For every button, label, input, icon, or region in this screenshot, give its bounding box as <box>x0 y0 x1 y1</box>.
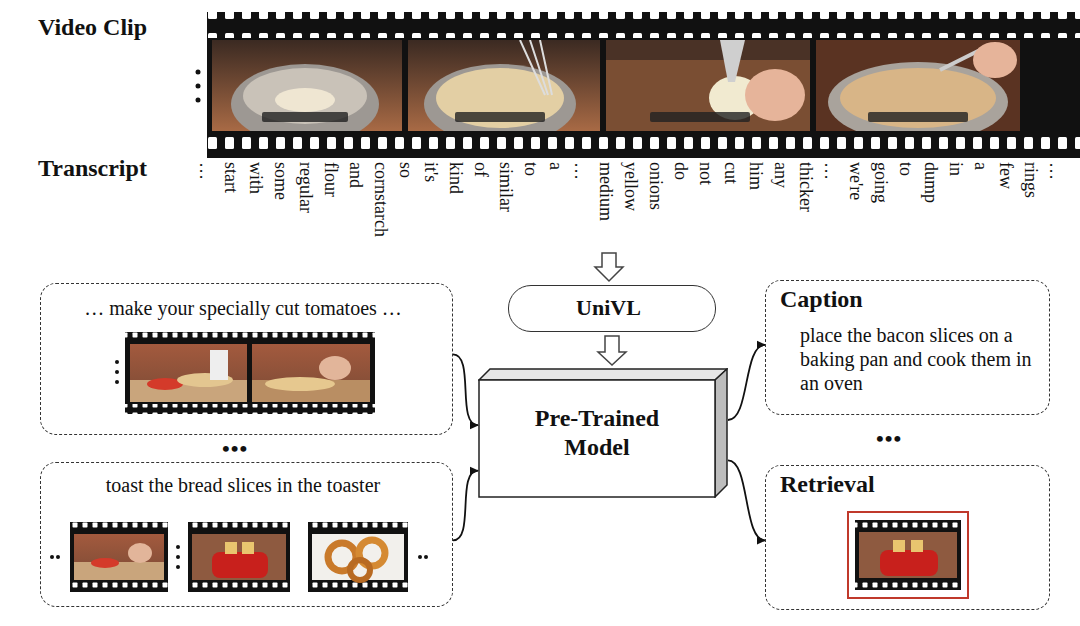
model-name: UniVL <box>509 295 708 321</box>
transcript-word: a <box>546 162 566 170</box>
transcript-word: … <box>1046 162 1066 180</box>
transcript-word: it's <box>421 162 441 182</box>
transcript-word: any <box>771 162 791 188</box>
cube-side <box>715 369 727 497</box>
transcript-word: so <box>396 162 416 178</box>
transcript-word: … <box>196 162 216 180</box>
transcript-word: … <box>571 162 591 180</box>
caption-text: place the bacon slices on a baking pan a… <box>800 323 1040 395</box>
transcript-word: and <box>346 162 366 188</box>
transcript-word: we're <box>846 162 866 200</box>
example-text-box: … make your specially cut tomatoes … <box>40 283 453 435</box>
transcript-word: cut <box>721 162 741 184</box>
transcript-word: yellow <box>621 162 641 211</box>
transcript-word: going <box>871 162 891 203</box>
transcript-word: in <box>946 162 966 176</box>
pretrained-model-box: Pre-Trained Model <box>478 368 728 498</box>
row-label: Video Clip <box>38 14 147 41</box>
transcript-word: kind <box>446 162 466 194</box>
transcript-word: not <box>696 162 716 185</box>
example-text-box: toast the bread slices in the toaster <box>40 462 453 607</box>
transcript-word: rings <box>1021 162 1041 198</box>
task-heading: Caption <box>780 285 863 314</box>
task-box: Caption place the bacon slices on a bakin… <box>765 280 1050 415</box>
transcript-word: dump <box>921 162 941 203</box>
toast-film-strips <box>50 522 428 592</box>
retrieval-result-film <box>848 512 968 598</box>
transcript-word: onions <box>646 162 666 210</box>
transcript-word: him <box>746 162 766 190</box>
tomato-film-strip <box>115 332 375 414</box>
transcript-word: few <box>996 162 1016 189</box>
block-arrow <box>598 336 626 365</box>
transcript-word: medium <box>596 162 616 221</box>
video-film-strip <box>196 12 1080 158</box>
example-sentence: … make your specially cut tomatoes … <box>41 296 445 320</box>
curved-arrow <box>728 345 765 420</box>
transcript-word: cornstarch <box>371 162 391 237</box>
transcript-word: do <box>671 162 691 180</box>
transcript-word: to <box>896 162 916 176</box>
cube-top <box>479 369 727 380</box>
row-label: Transcript <box>38 155 147 182</box>
transcript-word: a <box>971 162 991 170</box>
curved-arrow <box>453 354 478 425</box>
curved-arrow <box>728 460 765 540</box>
example-sentence: toast the bread slices in the toaster <box>41 473 445 497</box>
model-title: Pre-Trained Model <box>502 404 692 462</box>
ellipsis-mark: ••• <box>876 426 902 452</box>
model-pill: UniVL <box>508 285 716 332</box>
task-heading: Retrieval <box>780 470 875 499</box>
input-arrow <box>595 253 623 281</box>
curved-arrow <box>453 471 478 541</box>
transcript-word: flour <box>321 162 341 197</box>
cube-outline <box>478 368 728 498</box>
cube-front <box>479 380 715 497</box>
transcript-word: regular <box>296 162 316 213</box>
transcript-word: to <box>521 162 541 176</box>
transcript-word: thicker <box>796 162 816 212</box>
transcript-word: of <box>471 162 491 177</box>
task-box: Retrieval <box>765 465 1050 610</box>
ellipsis-mark: ••• <box>222 436 248 462</box>
transcript-word: start <box>221 162 241 193</box>
transcript-word: some <box>271 162 291 200</box>
transcript-word: … <box>821 162 841 180</box>
transcript-word: with <box>246 162 266 194</box>
transcript-word: similar <box>496 162 516 212</box>
